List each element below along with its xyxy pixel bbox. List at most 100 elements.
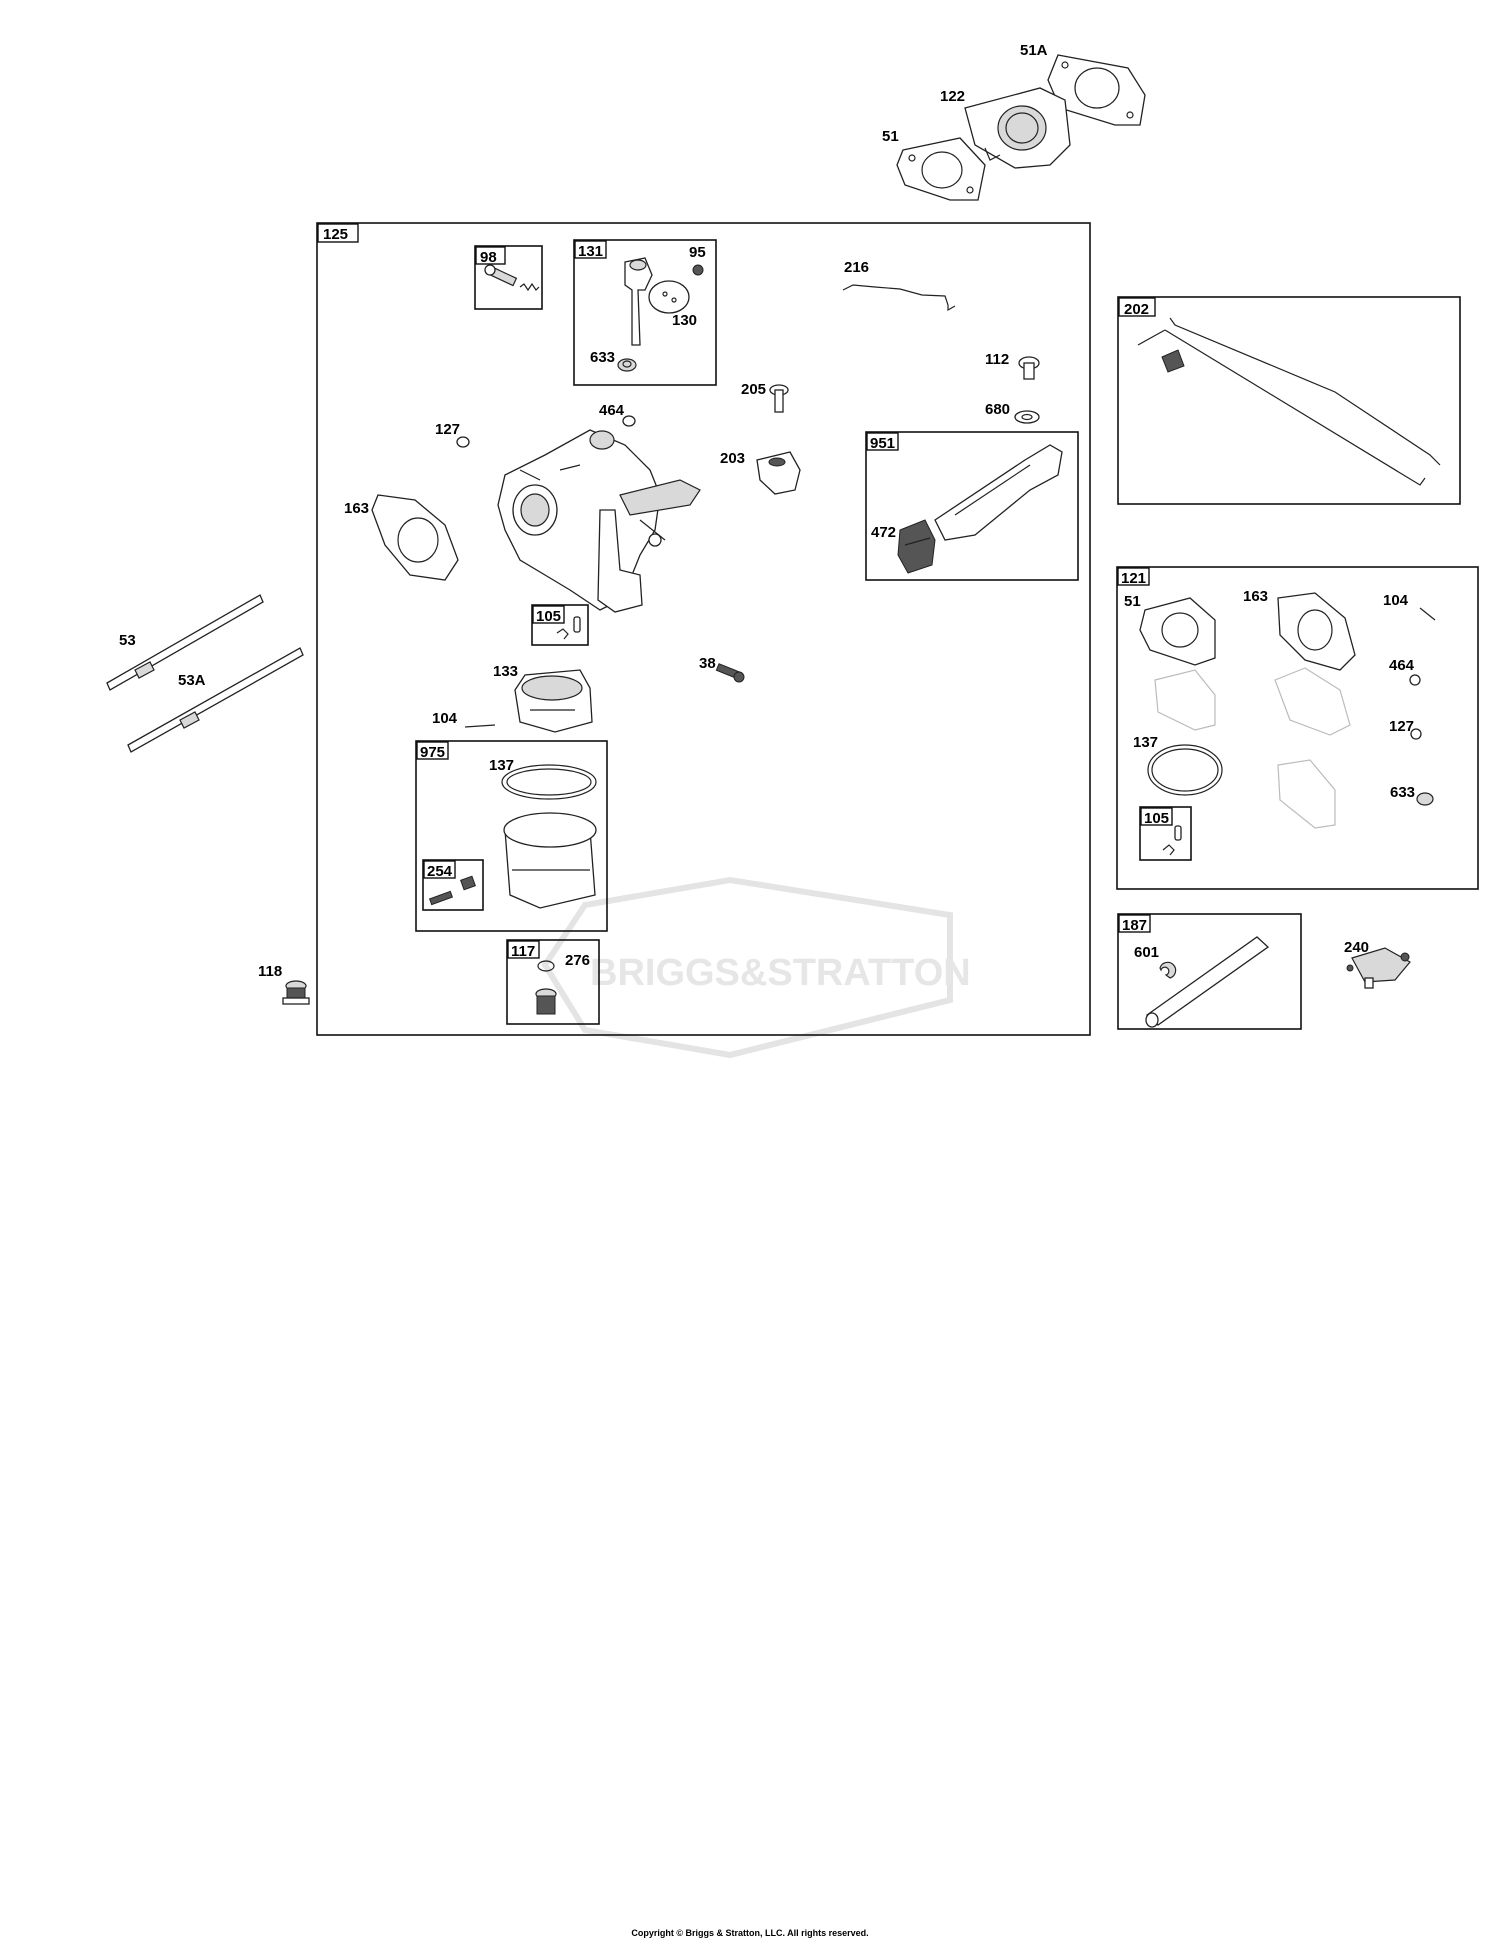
choke-shaft-131 xyxy=(624,257,653,346)
plug-127 xyxy=(456,436,470,448)
label-205: 205 xyxy=(741,381,766,398)
washer-464 xyxy=(622,415,636,427)
tag-131: 131 xyxy=(578,243,603,260)
pin-104 xyxy=(464,724,496,728)
governor-link-216 xyxy=(842,284,956,312)
kit-gasket-163 xyxy=(1277,592,1356,671)
box-105-kit xyxy=(1139,806,1192,861)
ghost-gaskets xyxy=(1154,667,1351,829)
tag-117: 117 xyxy=(511,943,535,960)
label-53: 53 xyxy=(119,632,136,649)
label-464: 464 xyxy=(599,402,625,419)
tag-951: 951 xyxy=(870,435,895,452)
float-bowl-133 xyxy=(514,669,593,733)
tag-254: 254 xyxy=(427,863,453,880)
label-95: 95 xyxy=(689,244,706,261)
kit-label-464: 464 xyxy=(1389,657,1415,674)
kit-o-ring-137 xyxy=(1147,744,1223,796)
tag-105-kit: 105 xyxy=(1144,810,1169,827)
kit-label-163: 163 xyxy=(1243,588,1268,605)
kit-seal-633 xyxy=(1416,792,1434,806)
shaft-53 xyxy=(106,594,264,691)
label-680: 680 xyxy=(985,401,1010,418)
carburetor-body xyxy=(497,429,701,613)
label-240: 240 xyxy=(1344,939,1369,956)
bowl-975 xyxy=(503,812,597,909)
carburetor-spacer-122 xyxy=(964,87,1071,169)
label-51a: 51A xyxy=(1020,42,1048,59)
tag-125: 125 xyxy=(323,226,348,243)
box-105 xyxy=(531,604,589,646)
carburetor-assembly-frame xyxy=(316,222,1091,1036)
tag-98: 98 xyxy=(480,249,497,266)
kit-label-51: 51 xyxy=(1124,593,1141,610)
label-127: 127 xyxy=(435,421,460,438)
label-104: 104 xyxy=(432,710,458,727)
label-133: 133 xyxy=(493,663,518,680)
label-130: 130 xyxy=(672,312,697,329)
box-975 xyxy=(415,740,608,932)
tag-105: 105 xyxy=(536,608,561,625)
label-276: 276 xyxy=(565,952,590,969)
kit-plug-127 xyxy=(1410,728,1422,740)
screw-205 xyxy=(769,384,789,413)
copyright-notice: Copyright © Briggs & Stratton, LLC. All … xyxy=(631,1928,869,1938)
fuel-shutoff-240 xyxy=(1346,947,1411,989)
float-472 xyxy=(897,519,936,574)
needle-valve-105 xyxy=(556,616,581,640)
pin-112 xyxy=(1018,356,1040,380)
screw-254 xyxy=(428,875,476,906)
kit-washer-464 xyxy=(1409,674,1421,686)
kit-label-127: 127 xyxy=(1389,718,1414,735)
washer-276 xyxy=(537,960,555,972)
choke-plate-130 xyxy=(648,280,690,314)
box-121 xyxy=(1116,566,1479,890)
tag-975: 975 xyxy=(420,744,445,761)
tag-187: 187 xyxy=(1122,917,1147,934)
label-112: 112 xyxy=(985,351,1009,368)
kit-needle-valve-105 xyxy=(1162,825,1182,856)
label-633: 633 xyxy=(590,349,615,366)
kit-label-104: 104 xyxy=(1383,592,1409,609)
gasket-163 xyxy=(371,494,459,581)
label-38: 38 xyxy=(699,655,716,672)
label-216: 216 xyxy=(844,259,869,276)
bowl-base-203 xyxy=(756,451,801,495)
shaft-53a xyxy=(127,647,304,753)
o-ring-137 xyxy=(501,764,597,800)
label-601: 601 xyxy=(1134,944,1159,961)
label-163: 163 xyxy=(344,500,369,517)
intake-gasket-51a xyxy=(1047,54,1146,126)
seal-633 xyxy=(617,358,637,372)
kit-label-137: 137 xyxy=(1133,734,1158,751)
jet-117 xyxy=(535,988,557,1015)
watermark-logo-text: BRIGGS&STRATTON xyxy=(590,952,971,994)
box-951 xyxy=(865,431,1079,581)
throttle-link-202 xyxy=(1137,317,1441,486)
box-187 xyxy=(1117,913,1302,1030)
label-203: 203 xyxy=(720,450,745,467)
float-arm-951 xyxy=(934,444,1063,541)
box-202 xyxy=(1117,296,1461,505)
screw-38 xyxy=(715,663,745,683)
box-98 xyxy=(474,245,543,310)
tag-202: 202 xyxy=(1124,301,1149,318)
tag-121: 121 xyxy=(1121,570,1146,587)
intake-gasket-51 xyxy=(896,137,986,201)
fuel-line-187 xyxy=(1145,936,1270,1028)
label-118: 118 xyxy=(258,963,282,980)
screw-95 xyxy=(692,264,704,276)
label-122: 122 xyxy=(940,88,965,105)
label-51: 51 xyxy=(882,128,899,145)
kit-gasket-51 xyxy=(1139,597,1216,666)
label-472: 472 xyxy=(871,524,896,541)
label-137: 137 xyxy=(489,757,514,774)
jet-118 xyxy=(282,980,310,1005)
washer-680 xyxy=(1014,410,1040,424)
box-117 xyxy=(506,939,600,1025)
screw-spring-98 xyxy=(484,264,540,292)
box-131 xyxy=(573,239,717,386)
box-254 xyxy=(422,859,484,911)
kit-pin-104 xyxy=(1419,607,1436,621)
